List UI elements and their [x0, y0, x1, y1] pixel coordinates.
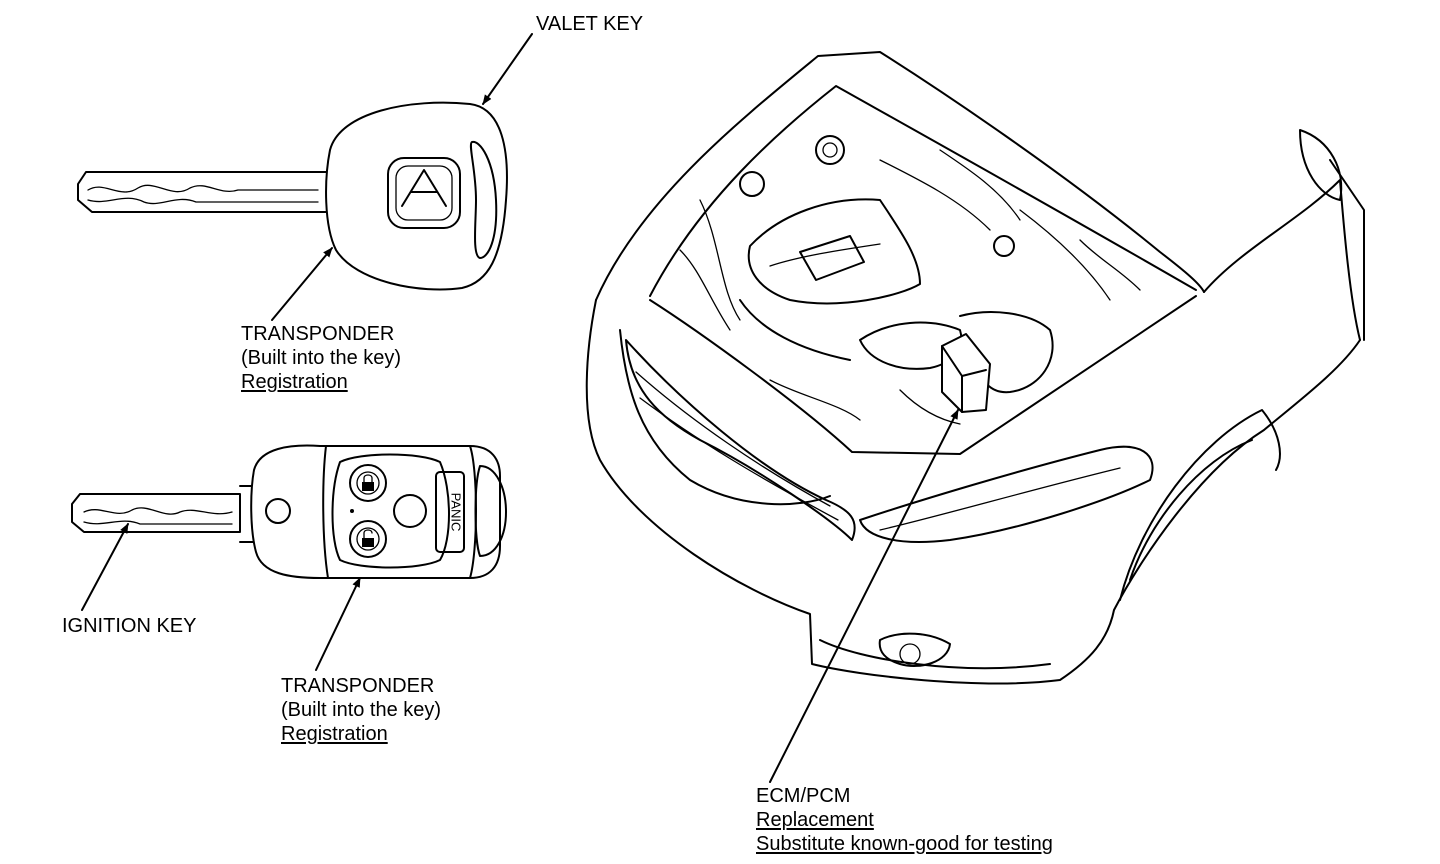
panic-label: PANIC [449, 493, 464, 532]
ecm-leader [769, 409, 959, 783]
ignition-transponder-label: TRANSPONDER (Built into the key) Registr… [281, 674, 441, 746]
unlock-button [349, 520, 387, 558]
ignition-key-leader [81, 523, 129, 611]
valet-key-blade [77, 171, 331, 213]
acura-logo-icon [387, 157, 461, 229]
transponder-procedure: Registration [281, 723, 388, 745]
transponder-title: TRANSPONDER [241, 323, 395, 345]
ignition-key: PANIC [71, 444, 507, 579]
valet-transponder-label: TRANSPONDER (Built into the key) Registr… [241, 322, 401, 394]
remote-fob-body [250, 444, 501, 579]
transponder-note: (Built into the key) [241, 347, 402, 369]
lock-button [349, 464, 387, 502]
open-hood [595, 51, 1205, 301]
key-ring-hole [265, 498, 291, 524]
panic-button [393, 494, 427, 528]
ecm-pcm-unit [941, 333, 991, 413]
unlock-icon [362, 529, 374, 547]
valet-key [77, 101, 508, 291]
lock-icon [362, 474, 374, 491]
valet-transponder-leader [271, 247, 333, 321]
ecm-test-note: Substitute known-good for testing [756, 833, 1053, 855]
fog-light [878, 632, 951, 667]
transponder-note: (Built into the key) [281, 699, 442, 721]
engine-bay-outline [649, 295, 1197, 455]
front-wheel-arch [1119, 409, 1281, 601]
transponder-procedure: Registration [241, 371, 348, 393]
transponder-title: TRANSPONDER [281, 675, 435, 697]
body-outline [585, 299, 1361, 685]
engine-cover [747, 198, 921, 305]
valet-key-head [325, 101, 508, 291]
ignition-key-blade [71, 493, 241, 533]
ecm-procedure: Replacement [756, 809, 874, 831]
ecm-pcm-label: ECM/PCM Replacement Substitute known-goo… [756, 784, 1053, 856]
ignition-transponder-leader [315, 577, 361, 671]
headlight [859, 445, 1154, 543]
ignition-key-label: IGNITION KEY [62, 615, 197, 637]
valet-key-leader [482, 33, 533, 105]
valet-key-label: VALET KEY [536, 13, 644, 35]
front-grille [625, 339, 856, 541]
leader-lines [81, 33, 959, 783]
side-mirror [1299, 129, 1343, 201]
vehicle-front-view [585, 51, 1365, 685]
engine-assembly [679, 135, 1141, 425]
ecm-title: ECM/PCM [756, 785, 851, 807]
